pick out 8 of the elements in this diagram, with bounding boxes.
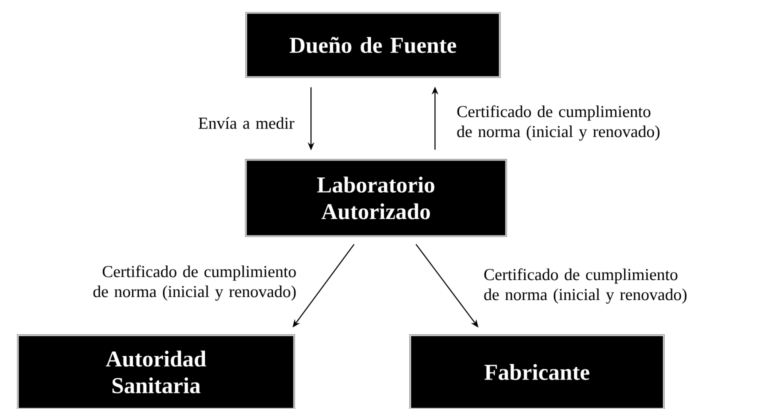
process-box: Dueño de Fuente [245,12,501,78]
edge-label: Certificado de cumplimiento de norma (inicial y renovado) [484,268,686,304]
process-box: Autoridad Sanitaria [17,334,295,409]
edge-label: Certificado de cumplimiento de norma (inicial y renovado) [457,105,660,141]
process-box: Laboratorio Autorizado [245,159,507,237]
edge-label: Certificado de cumplimiento de norma (inicial y renovado) [93,265,296,301]
process-box: Fabricante [409,334,665,409]
edge-label: Envía a medir [198,117,294,129]
